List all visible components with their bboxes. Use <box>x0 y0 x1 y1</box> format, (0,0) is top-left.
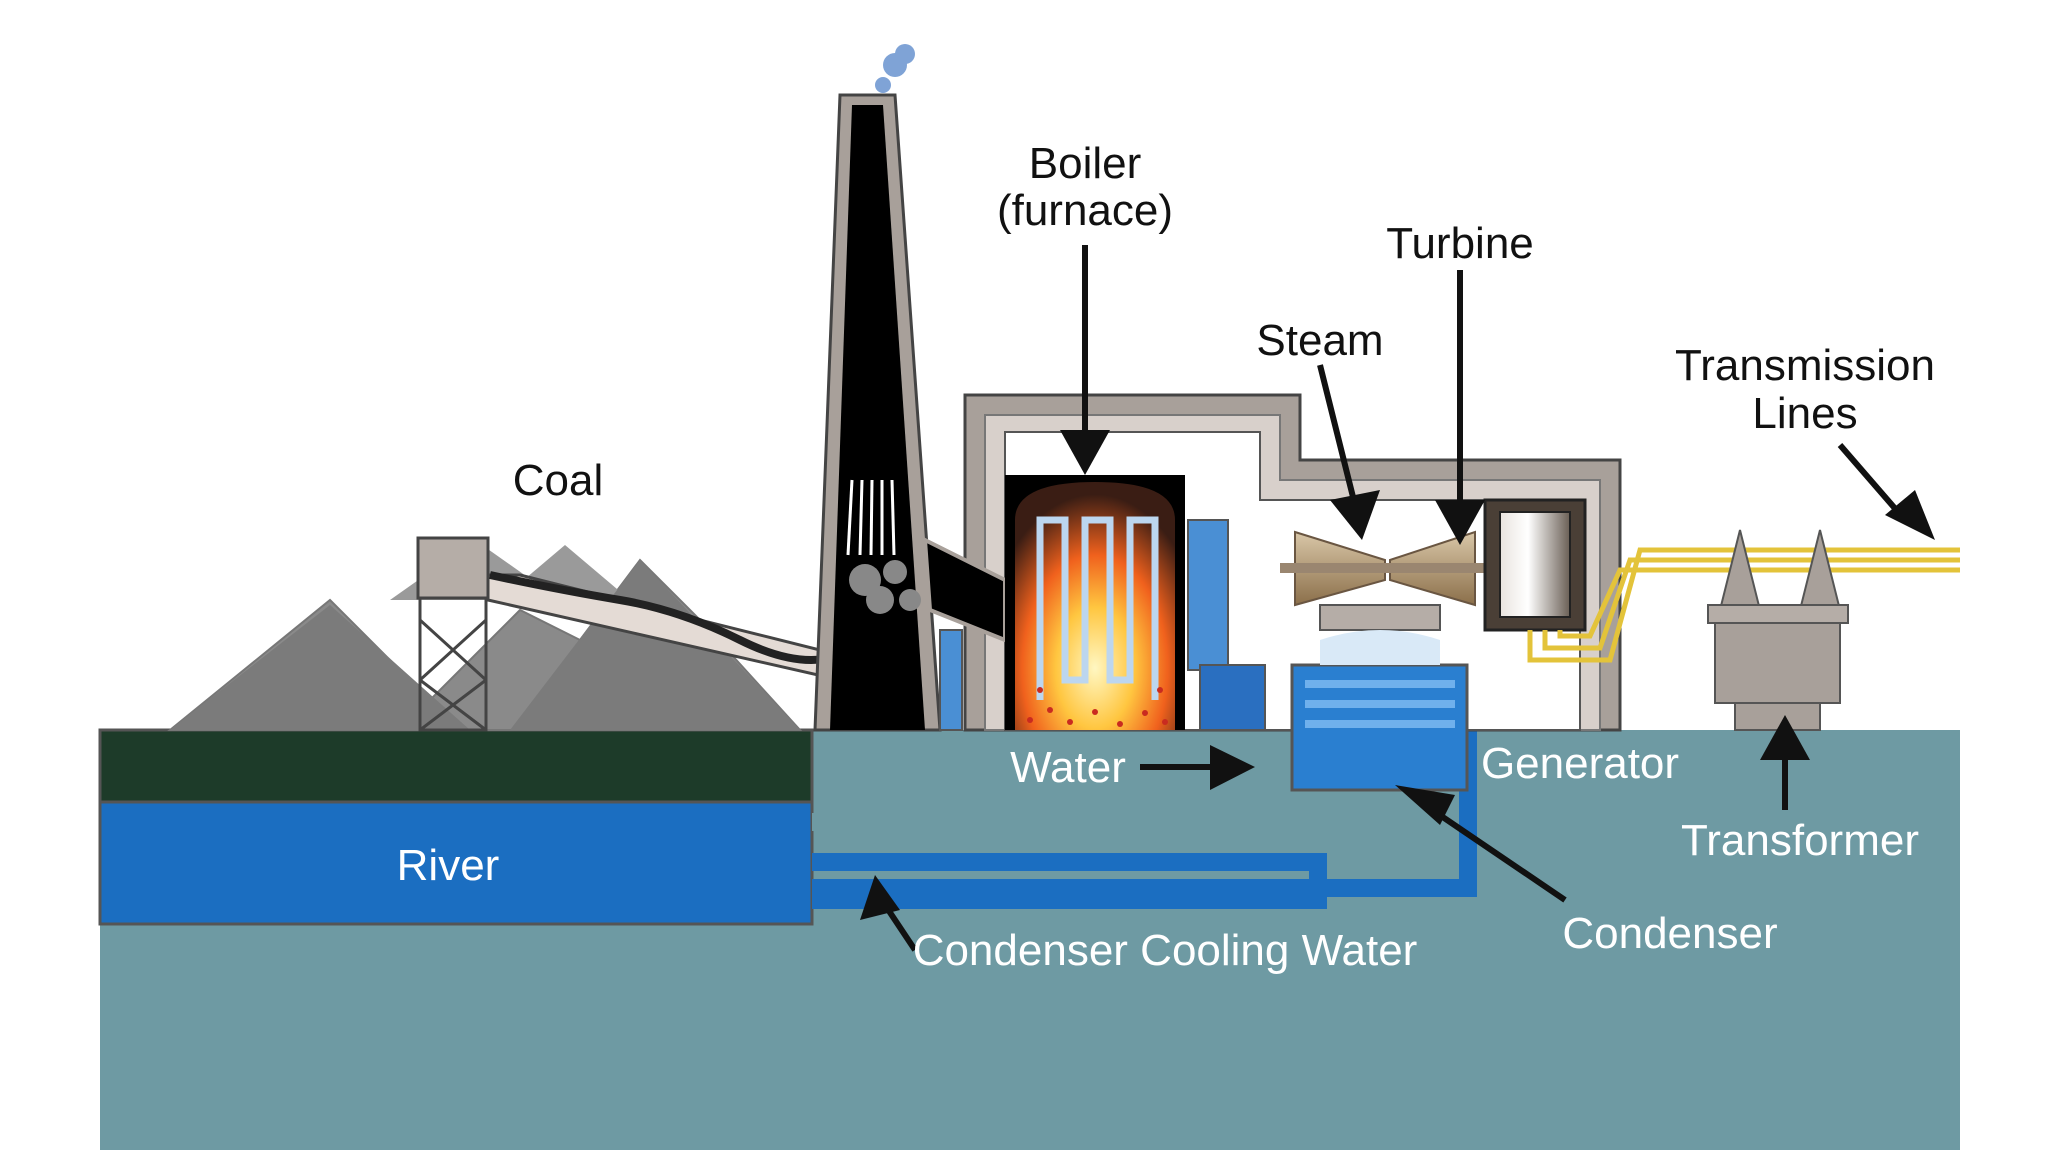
feed-water <box>939 519 1266 731</box>
cooling-water-arrow <box>860 875 918 952</box>
label-boiler-sub: (furnace) <box>997 186 1173 235</box>
label-condenser: Condenser <box>1562 909 1777 958</box>
coal-silo <box>416 536 490 732</box>
label-turbine: Turbine <box>1386 219 1534 268</box>
boiler-arrow <box>1060 245 1110 475</box>
label-generator: Generator <box>1481 739 1679 788</box>
transmission-arrow <box>1837 443 1935 540</box>
label-steam: Steam <box>1256 316 1383 365</box>
turbine <box>1280 530 1490 631</box>
smoke-puff <box>875 44 915 93</box>
steam-arrow <box>1317 364 1380 540</box>
turbine-arrow <box>1435 270 1485 545</box>
label-condenser-cooling-water: Condenser Cooling Water <box>913 926 1418 975</box>
label-water: Water <box>1010 743 1126 792</box>
condenser <box>1290 630 1469 792</box>
earth-layer <box>98 728 814 804</box>
label-transmission: Transmission <box>1675 341 1935 390</box>
label-transformer: Transformer <box>1681 816 1919 865</box>
transformer <box>1707 529 1849 731</box>
generator <box>1483 498 1587 632</box>
label-river: River <box>397 841 500 890</box>
smoke-stack <box>813 44 942 732</box>
condenser-arrow <box>1395 785 1567 903</box>
boiler <box>1005 475 1185 730</box>
label-boiler: Boiler <box>1029 139 1142 188</box>
label-transmission-lines: Lines <box>1752 389 1857 438</box>
transformer-arrow <box>1760 715 1810 810</box>
water-arrow <box>1140 745 1255 790</box>
label-coal: Coal <box>513 456 604 505</box>
river <box>98 800 814 926</box>
